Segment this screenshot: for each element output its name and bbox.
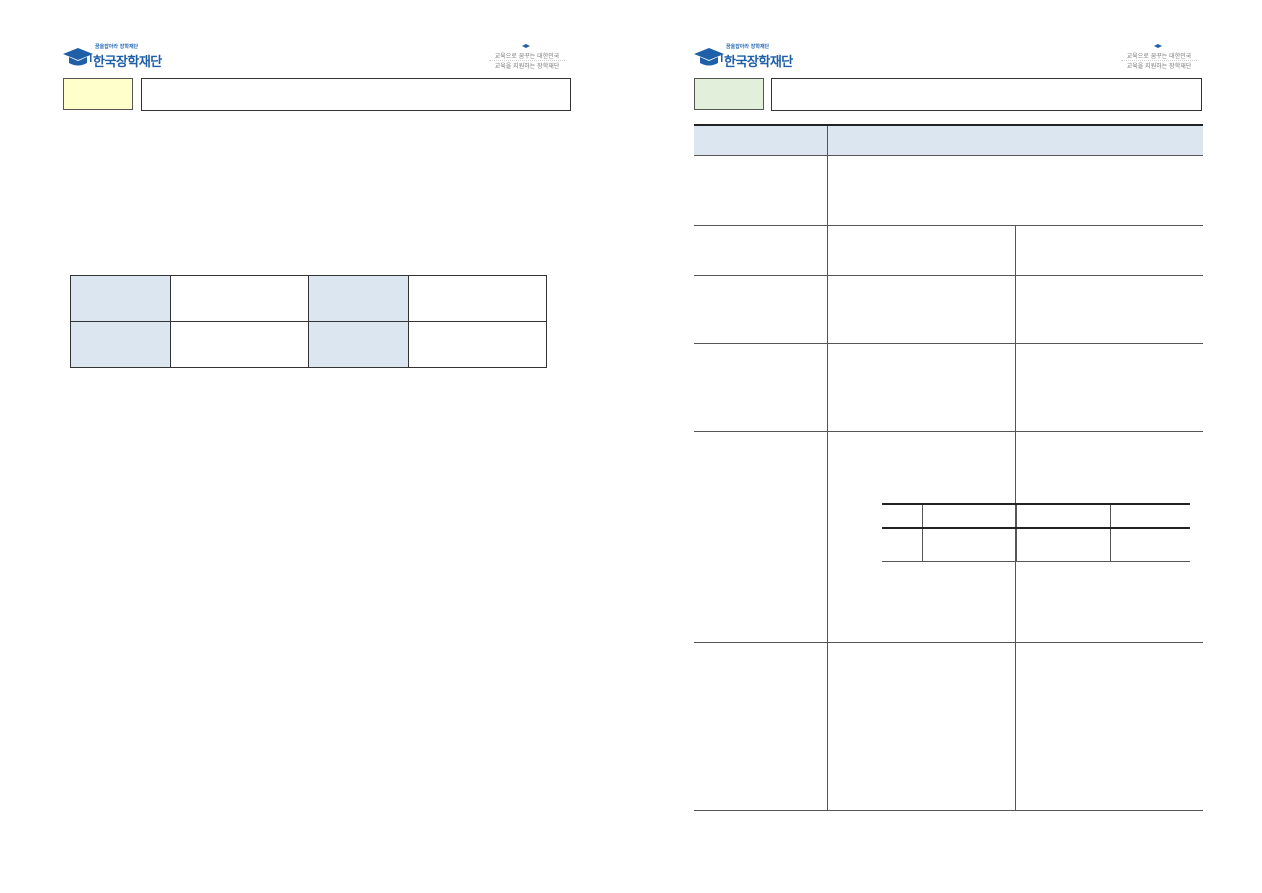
info-value-cell xyxy=(408,321,547,368)
slogan-cap-icon xyxy=(1154,44,1162,48)
info-table xyxy=(70,275,547,368)
left-page: 꿈을잡아라 장학재단 한국장학재단 교육으로 꿈꾸는 대한민국 교육을 지원하는… xyxy=(63,44,571,368)
slogan-line-1: 교육으로 꿈꾸는 대한민국 xyxy=(1126,53,1192,60)
nested-header-cell xyxy=(882,503,923,529)
logo-tagline: 꿈을잡아라 장학재단 xyxy=(726,44,770,50)
table-row xyxy=(694,642,1203,811)
slogan-cap-icon xyxy=(522,44,530,48)
table-row xyxy=(882,528,1190,562)
spec-content-cell xyxy=(1015,642,1203,811)
table-row xyxy=(694,275,1203,344)
slogan-line-2: 교육을 지원하는 장학재단 xyxy=(494,63,560,70)
spec-label-cell xyxy=(694,275,828,344)
nested-table xyxy=(882,503,1190,562)
spec-sub-cell xyxy=(827,275,1016,344)
slogan-line-2: 교육을 지원하는 장학재단 xyxy=(1126,63,1192,70)
spec-header-row xyxy=(694,124,1203,156)
spec-content-cell xyxy=(1015,225,1203,276)
spec-header-cell xyxy=(827,124,1203,156)
right-page: 꿈을잡아라 장학재단 한국장학재단 교육으로 꿈꾸는 대한민국 교육을 지원하는… xyxy=(631,0,1262,893)
info-label-cell xyxy=(308,321,409,368)
spec-label-cell xyxy=(694,225,828,276)
nested-header-row xyxy=(882,503,1190,529)
table-row xyxy=(694,155,1203,226)
logo-tagline: 꿈을잡아라 장학재단 xyxy=(95,44,139,50)
table-row xyxy=(694,343,1203,432)
logo-name: 한국장학재단 xyxy=(93,55,162,70)
table-row xyxy=(70,321,547,368)
spec-content-cell xyxy=(827,155,1203,226)
spec-content-cell xyxy=(1015,275,1203,344)
info-value-cell xyxy=(170,321,309,368)
slogan-divider xyxy=(489,60,565,61)
info-label-cell xyxy=(308,275,409,322)
nested-cell xyxy=(922,528,1017,562)
spec-label-cell xyxy=(694,343,828,432)
nested-cell xyxy=(1016,528,1111,562)
section-tag-box xyxy=(63,78,133,110)
spec-table xyxy=(694,124,1203,811)
spec-sub-cell xyxy=(827,343,1016,432)
spec-sub-cell xyxy=(827,225,1016,276)
info-label-cell xyxy=(70,321,171,368)
info-value-cell xyxy=(408,275,547,322)
slogan-divider xyxy=(1121,60,1197,61)
spec-label-cell xyxy=(694,155,828,226)
section-title-box xyxy=(141,78,571,111)
graduation-cap-icon xyxy=(63,48,93,66)
slogan-stamp: 교육으로 꿈꾸는 대한민국 교육을 지원하는 장학재단 xyxy=(1121,44,1197,70)
nested-header-cell xyxy=(1016,503,1111,529)
nested-cell xyxy=(1110,528,1190,562)
table-row xyxy=(694,225,1203,276)
spec-content-cell xyxy=(1015,343,1203,432)
nested-cell xyxy=(882,528,923,562)
table-row xyxy=(70,275,547,322)
nested-header-cell xyxy=(1110,503,1190,529)
spec-header-cell xyxy=(694,124,828,156)
spec-label-cell xyxy=(694,642,828,811)
graduation-cap-icon xyxy=(694,48,724,66)
section-tag-box xyxy=(694,78,764,110)
logo-name: 한국장학재단 xyxy=(724,55,793,70)
spec-sub-cell xyxy=(827,642,1016,811)
section-title-box xyxy=(771,78,1202,111)
slogan-stamp: 교육으로 꿈꾸는 대한민국 교육을 지원하는 장학재단 xyxy=(489,44,565,70)
nested-header-cell xyxy=(922,503,1017,529)
spec-label-cell xyxy=(694,431,828,643)
info-value-cell xyxy=(170,275,309,322)
slogan-line-1: 교육으로 꿈꾸는 대한민국 xyxy=(494,53,560,60)
info-label-cell xyxy=(70,275,171,322)
